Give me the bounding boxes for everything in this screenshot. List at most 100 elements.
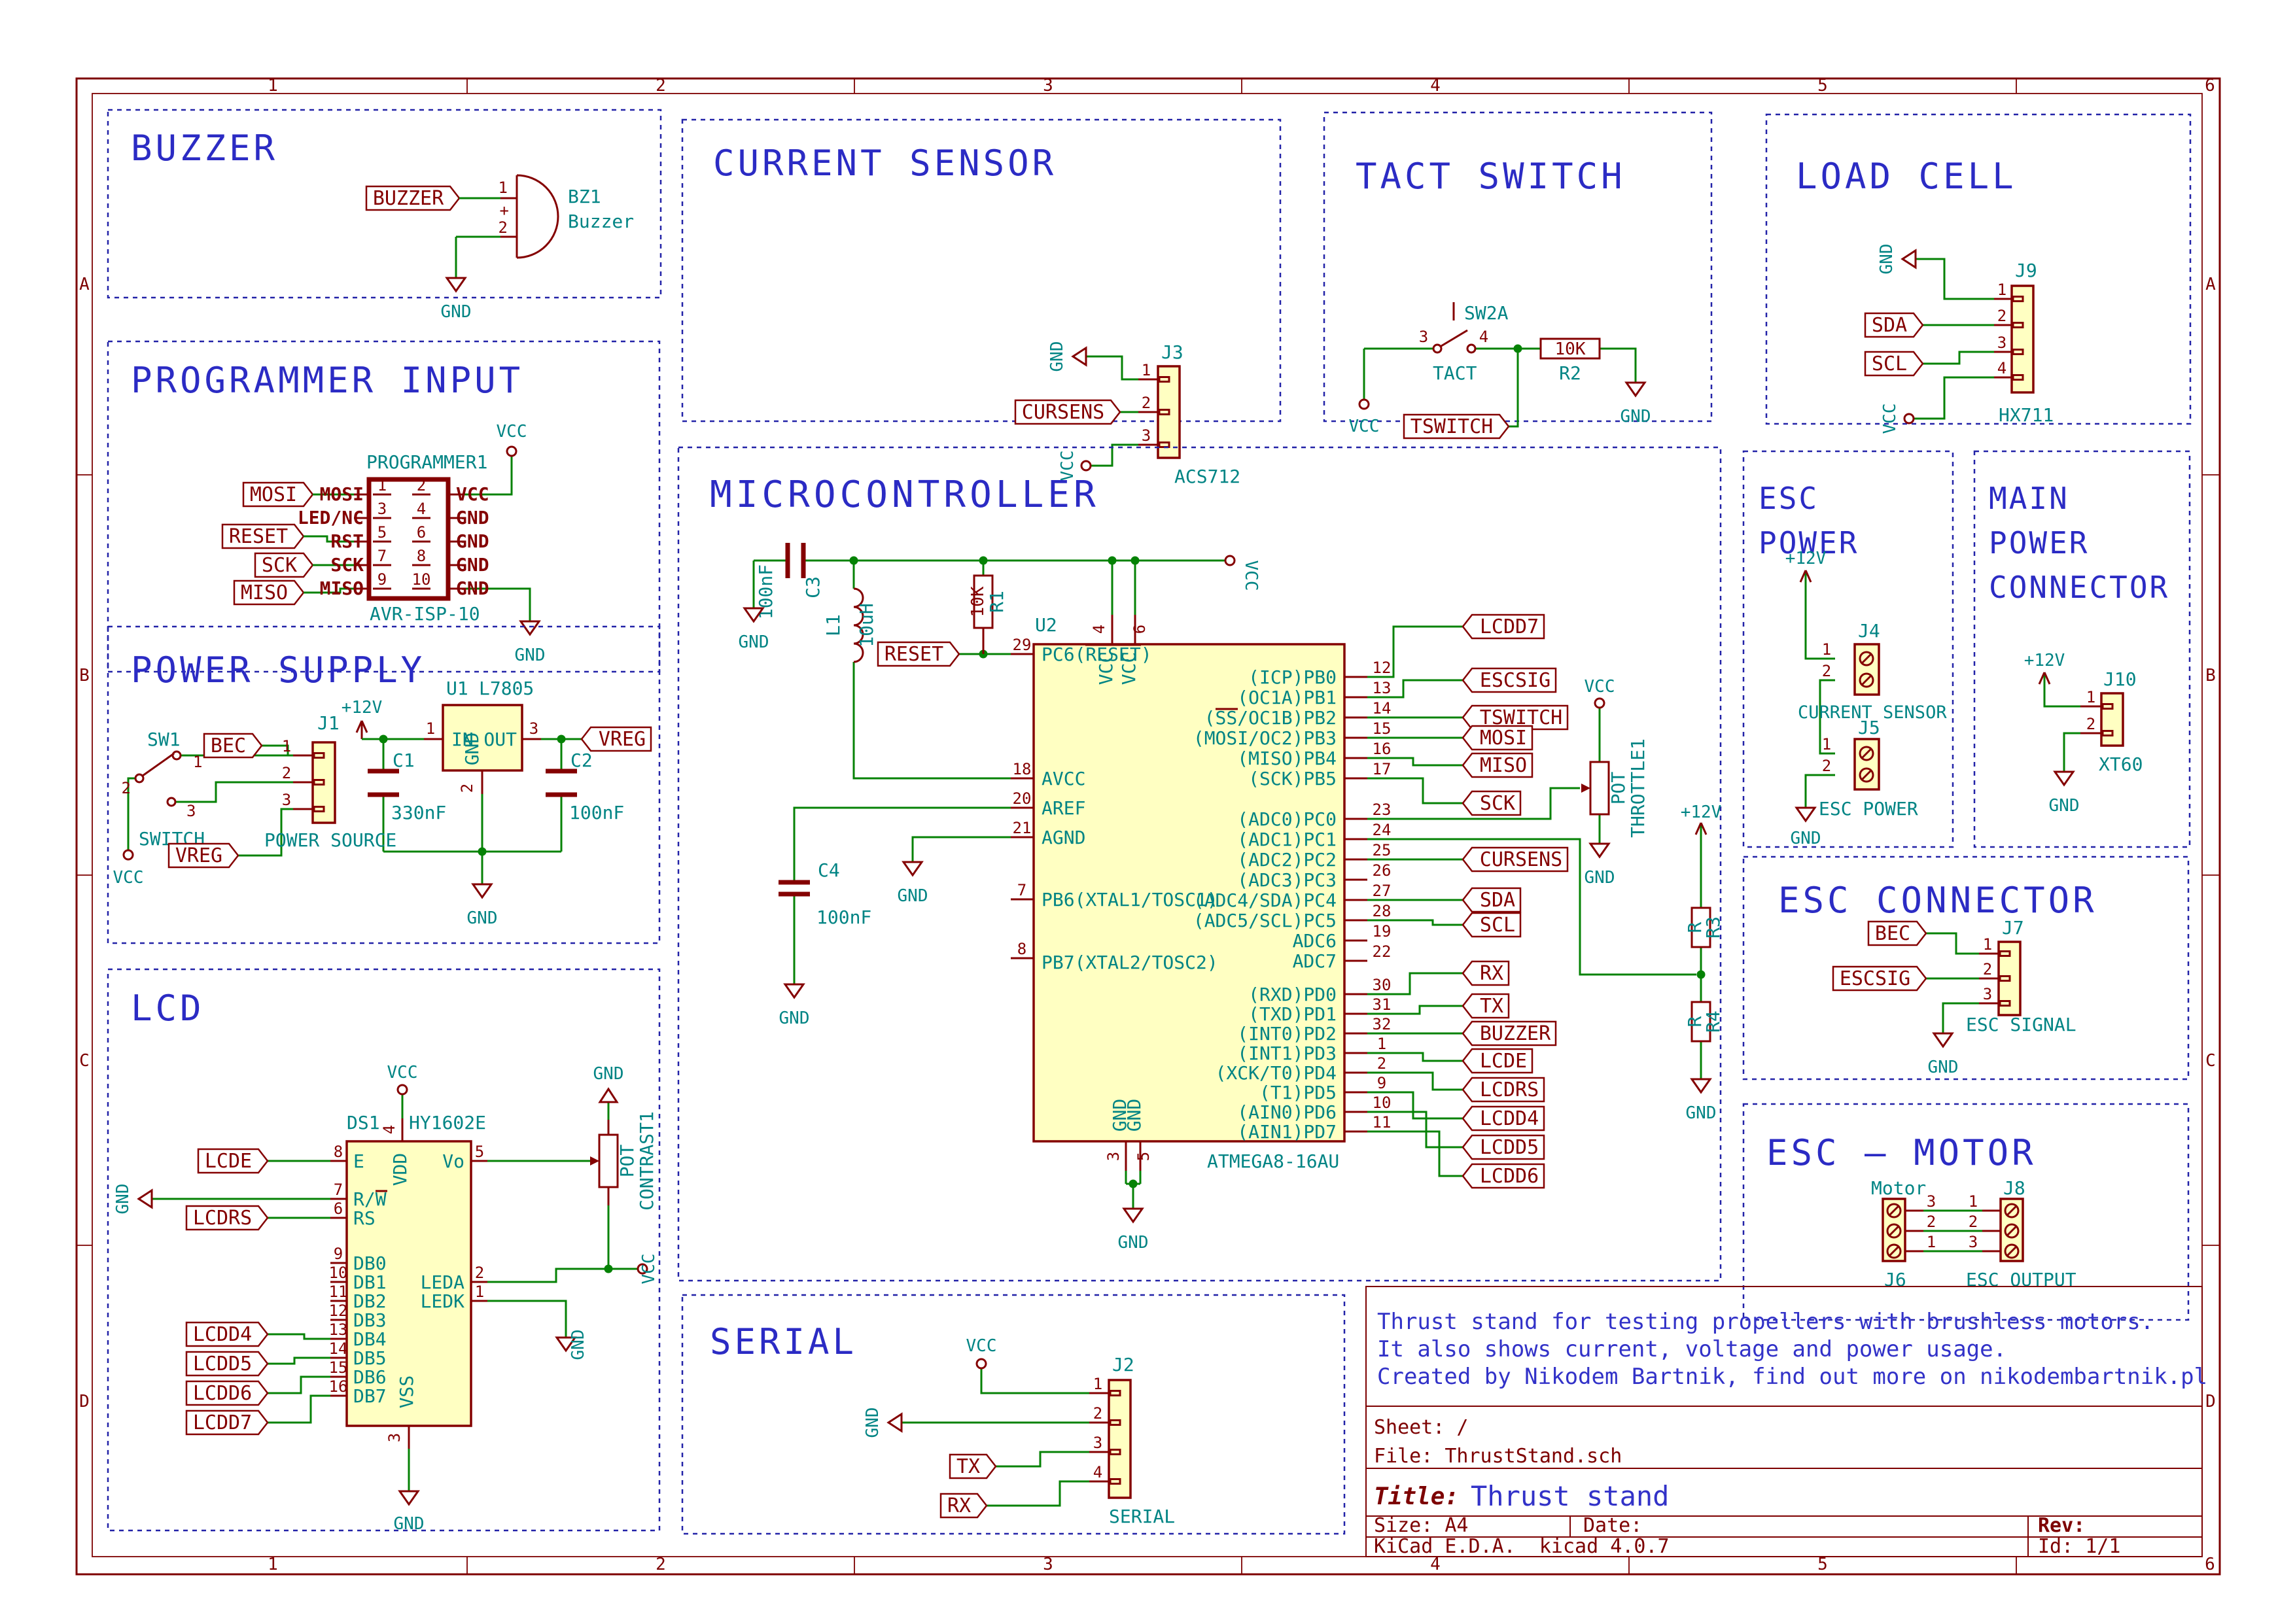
svg-text:31: 31 (1373, 995, 1392, 1014)
svg-text:(T1)PD5: (T1)PD5 (1259, 1082, 1337, 1103)
plus12v-symbol[interactable]: +12V (342, 698, 383, 739)
regulator-u1[interactable]: U1 L7805 1 3 2 IN OUT GND (424, 678, 541, 794)
global-label-sda[interactable] (1864, 312, 1924, 338)
terminal-j5[interactable]: J5 1 2 ESC POWER (1819, 717, 1918, 820)
global-label-bec[interactable] (203, 733, 263, 759)
gnd-symbol[interactable]: GND (898, 861, 928, 906)
gnd-symbol[interactable]: GND (1621, 381, 1651, 426)
global-label-scl[interactable] (1864, 351, 1924, 377)
svg-text:3: 3 (1104, 1152, 1123, 1161)
svg-text:R4: R4 (1702, 1011, 1724, 1033)
global-label-miso[interactable] (233, 579, 305, 606)
global-label-lcdd6[interactable] (185, 1380, 269, 1406)
gnd-symbol[interactable]: GND (863, 1408, 903, 1438)
vcc-symbol[interactable]: VCC (637, 1254, 659, 1285)
vcc-symbol[interactable]: VCC (966, 1336, 997, 1370)
comment-line: Thrust stand for testing propellers with… (1377, 1309, 2154, 1335)
svg-text:VCC: VCC (1058, 451, 1077, 481)
resistor-r1[interactable]: 10K R1 (968, 574, 1007, 654)
vcc-symbol[interactable]: VCC (1349, 398, 1380, 436)
buzzer-symbol[interactable]: 1 + 2 BZ1 Buzzer (499, 174, 635, 259)
connector-j9[interactable]: J9 1 2 3 4 HX711 (1994, 260, 2054, 426)
vcc-symbol[interactable]: VCC (1224, 555, 1261, 591)
global-label-lcdd5[interactable] (185, 1351, 269, 1377)
gnd-symbol[interactable]: GND (1928, 1032, 1959, 1077)
switch-sw1[interactable]: SW1 1 2 3 SWITCH (122, 729, 205, 850)
capacitor-c2[interactable]: C2 100nF (546, 750, 624, 823)
global-label-tswitch[interactable] (1403, 413, 1510, 440)
svg-text:GND: GND (461, 733, 483, 766)
global-label-lcdd7[interactable] (185, 1409, 269, 1436)
connector-j7[interactable]: J7 1 2 3 ESC SIGNAL (1966, 917, 2076, 1035)
global-label-buzzer[interactable] (365, 185, 461, 211)
global-label-lcdd4[interactable] (185, 1321, 269, 1347)
vcc-symbol[interactable]: VCC (497, 422, 527, 457)
divider-r3-r4[interactable]: +12V R R3 R R4 GND (1681, 803, 1724, 1123)
svg-text:GND: GND (1791, 829, 1821, 848)
svg-text:J4: J4 (1858, 620, 1880, 642)
gnd-symbol[interactable]: GND (2049, 770, 2080, 816)
gnd-symbol[interactable]: GND (467, 883, 498, 928)
svg-text:2: 2 (1927, 1213, 1936, 1231)
svg-text:(TXD)PD1: (TXD)PD1 (1248, 1003, 1337, 1025)
inductor-l1[interactable]: L1 10uH (822, 587, 877, 663)
connector-j2[interactable]: J2 1 2 3 4 SERIAL (1089, 1354, 1175, 1527)
gnd-symbol[interactable]: GND (1118, 1207, 1149, 1253)
terminal-j6[interactable]: Motor 3 2 1 J6 (1871, 1177, 1936, 1290)
pot-throttle1[interactable]: VCC POT THROTTLE1 GND (1581, 677, 1649, 888)
connector-j3[interactable]: J3 1 2 3 ACS712 (1138, 341, 1240, 487)
svg-text:19: 19 (1373, 922, 1392, 941)
terminal-j4[interactable]: J4 1 2 CURRENT SENSOR (1798, 620, 1947, 723)
gnd-symbol[interactable]: GND (1047, 341, 1087, 372)
gnd-symbol[interactable]: GND (394, 1490, 425, 1534)
svg-text:RESET: RESET (885, 643, 943, 666)
wires (1926, 932, 1979, 1033)
svg-text:GND: GND (113, 1184, 133, 1215)
svg-text:VCC: VCC (639, 1254, 659, 1285)
vcc-symbol[interactable]: VCC (1880, 404, 1915, 434)
capacitor-c3[interactable]: 100nF C3 (755, 543, 824, 619)
gnd-symbol[interactable]: GND (515, 620, 546, 665)
global-label-lcdrs[interactable] (185, 1205, 269, 1231)
svg-text:MISO: MISO (241, 581, 288, 604)
gnd-symbol[interactable]: GND (739, 607, 769, 652)
global-label-reset[interactable] (221, 523, 305, 549)
capacitor-c1[interactable]: C1 330nF (368, 750, 446, 823)
global-label-lcde[interactable] (197, 1148, 269, 1174)
vcc-symbol[interactable]: VCC (113, 849, 144, 888)
switch-sw2a[interactable]: SW2A 3 4 TACT (1419, 302, 1509, 384)
global-label-sck[interactable] (254, 552, 314, 578)
gnd-symbol[interactable]: GND (779, 983, 810, 1028)
pot-contrast1[interactable]: GND POT CONTRAST1 (590, 1064, 657, 1211)
global-label-tx[interactable] (949, 1453, 997, 1479)
global-label-rx[interactable] (939, 1493, 988, 1519)
gnd-symbol[interactable]: GND (1791, 806, 1821, 848)
global-label-cursens[interactable] (1014, 399, 1121, 425)
svg-text:J6: J6 (1884, 1269, 1906, 1290)
global-label-escsig[interactable] (1832, 965, 1927, 992)
plus12v-symbol[interactable]: +12V (1785, 549, 1827, 583)
svg-text:J1: J1 (317, 712, 340, 734)
connector-j10[interactable]: J10 1 2 XT60 (2080, 668, 2143, 775)
gnd-symbol[interactable]: GND (1877, 244, 1917, 275)
global-label-vreg-left[interactable] (167, 842, 239, 869)
gnd-symbol[interactable]: GND (441, 277, 472, 322)
global-label-vreg-right[interactable] (580, 726, 652, 752)
vcc-symbol[interactable]: VCC (1058, 451, 1092, 481)
plus12v-symbol[interactable]: +12V (2024, 651, 2065, 685)
vcc-symbol[interactable]: VCC (387, 1063, 418, 1096)
svg-text:3: 3 (1419, 328, 1428, 346)
svg-text:4: 4 (1479, 328, 1488, 346)
capacitor-c4[interactable]: C4 100nF (779, 859, 871, 928)
global-label-bec[interactable] (1867, 920, 1927, 946)
connector-j1[interactable]: J1 1 2 3 POWER SOURCE (264, 712, 396, 851)
gnd-symbol[interactable]: GND (113, 1184, 153, 1215)
gnd-symbol[interactable]: GND (555, 1330, 588, 1360)
global-label-reset[interactable] (877, 641, 960, 667)
mcu-global-labels[interactable]: LCDD7 ESCSIG TSWITCH MOSI MISO SCK CURSE… (1462, 613, 1569, 1189)
resistor-r2[interactable]: 10K R2 (1539, 337, 1601, 384)
global-label-mosi[interactable] (242, 481, 314, 508)
